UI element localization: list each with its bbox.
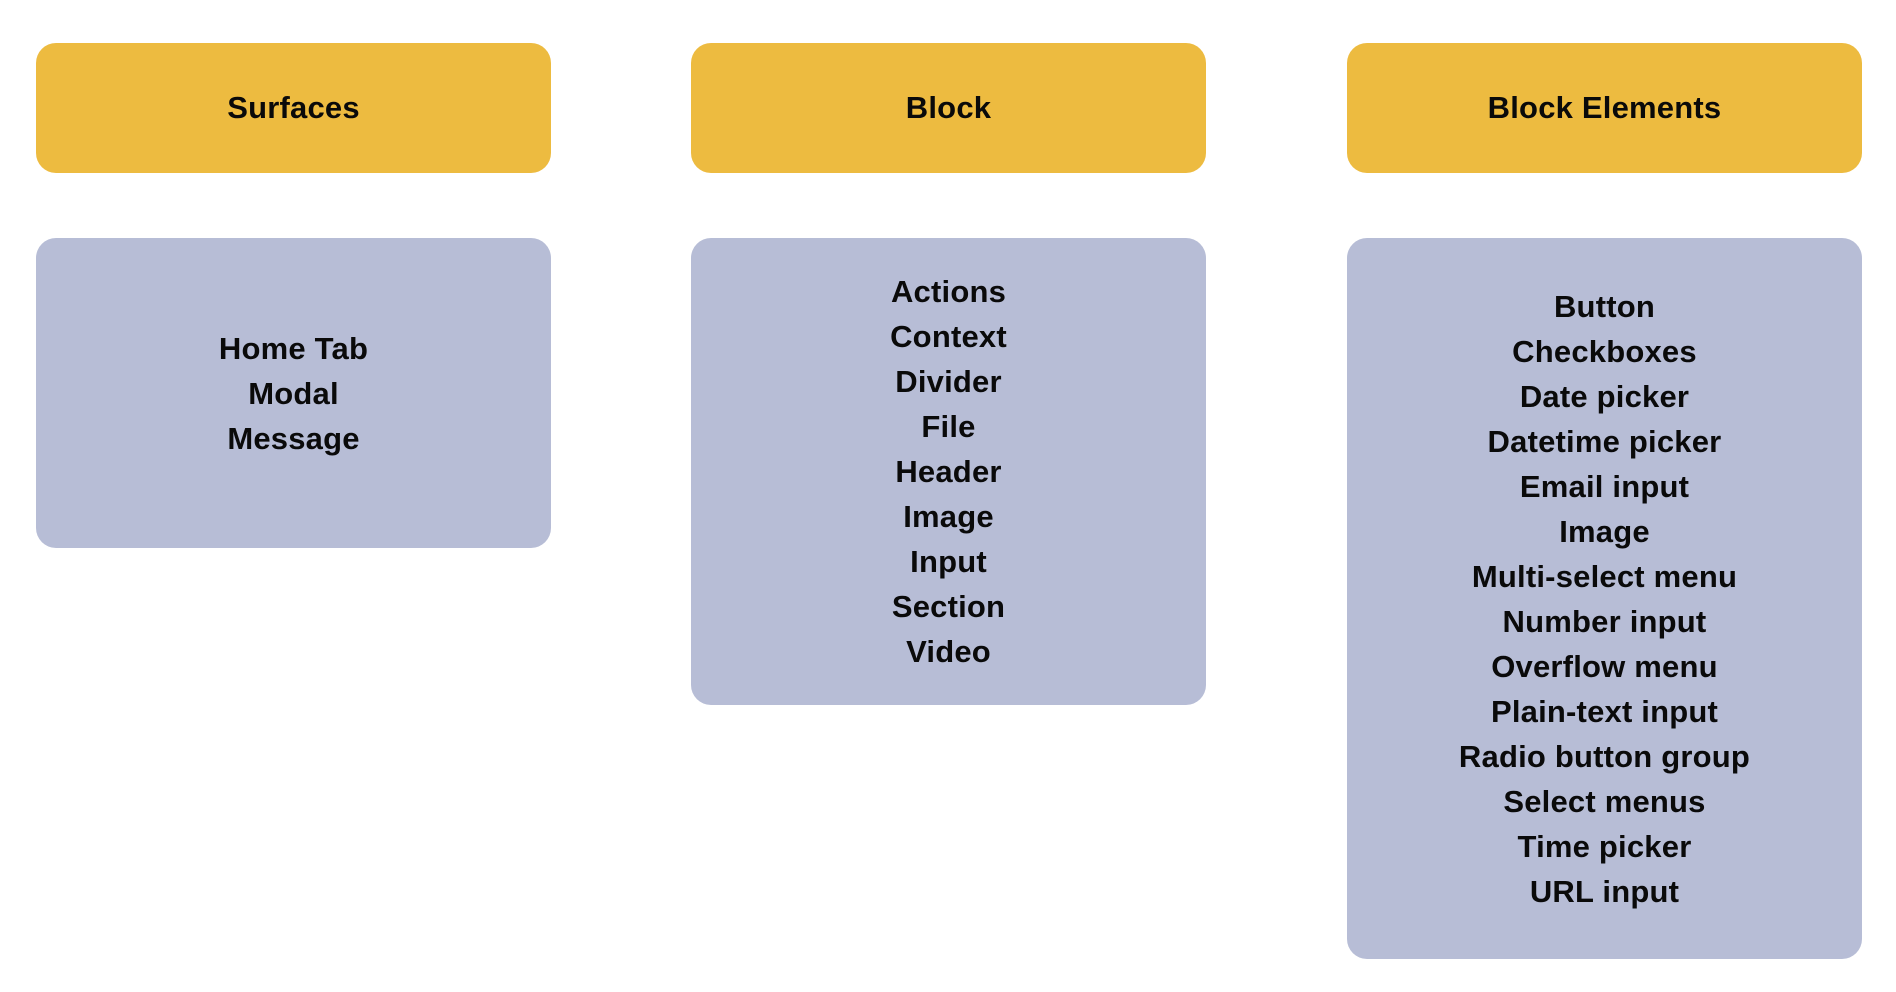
list-item: URL input [1529,873,1680,909]
list-item: Modal [248,375,339,411]
list-item: Overflow menu [1491,648,1718,684]
list-item: Time picker [1517,828,1692,864]
list-item: Button [1553,288,1656,324]
surfaces-header-label: Surfaces [227,90,360,125]
list-item: Plain-text input [1490,693,1719,729]
block-elements-header: Block Elements [1347,43,1862,173]
column-block-elements: Block Elements Button Checkboxes Date pi… [1347,0,1862,992]
list-item: Section [891,589,1006,624]
column-surfaces: Surfaces Home Tab Modal Message [36,0,551,992]
list-item: Image [903,499,994,534]
list-item: Message [227,420,360,456]
list-item: Header [895,454,1002,489]
block-elements-list: Button Checkboxes Date picker Datetime p… [1347,238,1862,959]
list-item: Checkboxes [1512,333,1697,369]
block-list: Actions Context Divider File Header Imag… [691,238,1206,705]
list-item: Video [906,634,991,669]
surfaces-list: Home Tab Modal Message [36,238,551,548]
block-header-label: Block [905,90,992,125]
list-item: Actions [890,274,1007,309]
list-item: Datetime picker [1487,423,1722,459]
list-item: Multi-select menu [1471,558,1738,594]
list-item: Divider [895,364,1002,399]
list-item: Email input [1519,468,1690,504]
list-item: Date picker [1519,378,1690,414]
surfaces-header: Surfaces [36,43,551,173]
list-item: Input [910,544,987,579]
block-header: Block [691,43,1206,173]
list-item: Radio button group [1458,738,1751,774]
block-elements-header-label: Block Elements [1487,90,1722,125]
list-item: Select menus [1503,783,1706,819]
list-item: Home Tab [218,330,369,366]
list-item: Image [1559,513,1650,549]
list-item: Number input [1502,603,1707,639]
list-item: Context [890,319,1007,354]
list-item: File [921,409,976,444]
column-block: Block Actions Context Divider File Heade… [691,0,1206,992]
